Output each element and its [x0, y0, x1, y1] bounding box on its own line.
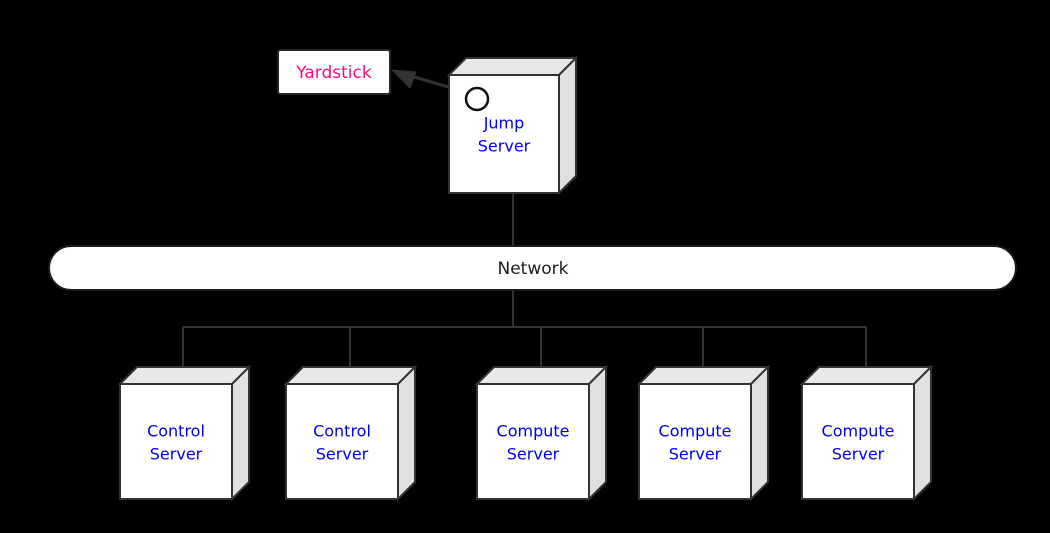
control-server-2-front-face[interactable]: [285, 383, 399, 500]
yardstick-box[interactable]: [277, 49, 391, 95]
association-arrowhead: [390, 69, 417, 89]
control-server-1-label-line2: Server: [150, 445, 203, 464]
jump-server-front-face[interactable]: [448, 74, 560, 194]
network-bus-label: Network: [498, 259, 569, 279]
compute-server-3-top-face: [799, 366, 934, 385]
network-bus-node[interactable]: Network: [48, 245, 1017, 291]
network-bus-shape[interactable]: [48, 245, 1017, 291]
control-server-1-label-line1: Control: [147, 422, 205, 441]
yardstick-node[interactable]: Yardstick: [277, 49, 391, 95]
jump-server-label-line2: Server: [478, 137, 531, 156]
compute-server-1-front-face[interactable]: [476, 383, 590, 500]
compute-server-2-top-face: [636, 366, 771, 385]
jump-server-node[interactable]: Jump Server: [446, 55, 579, 196]
compute-server-1-side-face: [588, 364, 607, 502]
server-node-control-server-1[interactable]: Control Server: [117, 364, 252, 502]
yardstick-label: Yardstick: [295, 63, 372, 83]
control-server-2-top-face: [283, 366, 418, 385]
provided-interface-lollipop-icon: [464, 86, 490, 112]
jump-server-side-face: [558, 55, 577, 196]
compute-server-2-label-line1: Compute: [659, 422, 732, 441]
control-server-2-label-line2: Server: [316, 445, 369, 464]
control-server-1-front-face[interactable]: [119, 383, 233, 500]
compute-server-3-label-line1: Compute: [822, 422, 895, 441]
control-server-1-top-face: [117, 366, 252, 385]
server-node-compute-server-2[interactable]: Compute Server: [636, 364, 771, 502]
jump-server-label-line1: Jump: [483, 114, 525, 133]
compute-server-2-label-line2: Server: [669, 445, 722, 464]
control-server-2-side-face: [397, 364, 416, 502]
server-node-compute-server-3[interactable]: Compute Server: [799, 364, 934, 502]
control-server-1-side-face: [231, 364, 250, 502]
compute-server-3-side-face: [913, 364, 932, 502]
server-node-control-server-2[interactable]: Control Server: [283, 364, 418, 502]
compute-server-3-front-face[interactable]: [801, 383, 915, 500]
compute-server-1-top-face: [474, 366, 609, 385]
control-server-2-label-line1: Control: [313, 422, 371, 441]
compute-server-1-label-line1: Compute: [497, 422, 570, 441]
compute-server-2-front-face[interactable]: [638, 383, 752, 500]
compute-server-3-label-line2: Server: [832, 445, 885, 464]
jump-server-top-face: [446, 57, 579, 76]
compute-server-2-side-face: [750, 364, 769, 502]
server-node-compute-server-1[interactable]: Compute Server: [474, 364, 609, 502]
compute-server-1-label-line2: Server: [507, 445, 560, 464]
